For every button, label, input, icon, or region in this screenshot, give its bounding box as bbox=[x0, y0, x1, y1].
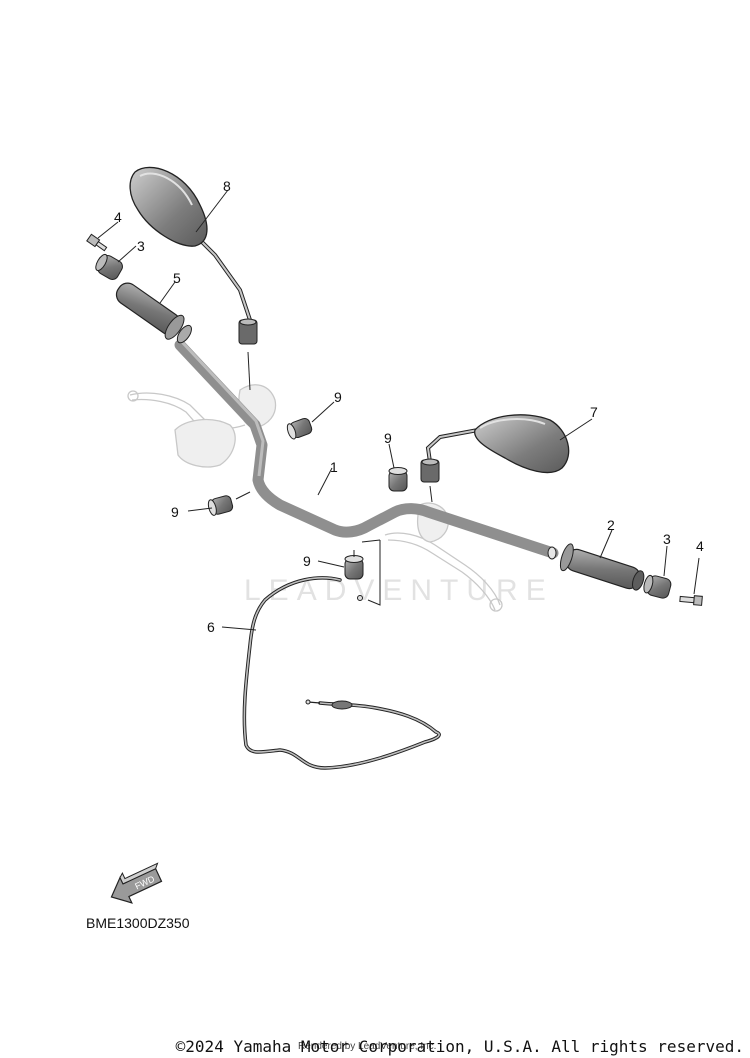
mirror-left[interactable] bbox=[129, 166, 258, 345]
callout-8: 8 bbox=[223, 178, 231, 194]
leadventure-watermark: LEADVENTURE bbox=[244, 574, 554, 607]
control-cable[interactable] bbox=[242, 576, 441, 770]
bolt-left[interactable] bbox=[86, 233, 108, 252]
damper-upper-left[interactable] bbox=[286, 417, 314, 440]
damper-lower-left[interactable] bbox=[207, 495, 234, 517]
callout-1: 1 bbox=[330, 459, 338, 475]
callout-9-upper-right: 9 bbox=[384, 430, 392, 446]
damper-upper-right[interactable] bbox=[388, 467, 408, 492]
callout-9-lower-left: 9 bbox=[171, 504, 179, 520]
handlebar-end-weight-left[interactable] bbox=[93, 252, 125, 282]
callout-2: 2 bbox=[607, 517, 615, 533]
callout-3-right: 3 bbox=[663, 531, 671, 547]
callout-7: 7 bbox=[590, 404, 598, 420]
callout-5: 5 bbox=[173, 270, 181, 286]
diagram-code: BME1300DZ350 bbox=[86, 915, 190, 931]
callout-9-lower-center: 9 bbox=[303, 553, 311, 569]
grip-right[interactable] bbox=[558, 542, 647, 595]
callout-4-right: 4 bbox=[696, 538, 704, 554]
callout-4-left: 4 bbox=[114, 209, 122, 225]
callout-6: 6 bbox=[207, 619, 215, 635]
handlebar[interactable] bbox=[174, 339, 559, 560]
damper-lower-center[interactable] bbox=[344, 555, 364, 580]
handlebar-end-weight-right[interactable] bbox=[642, 573, 672, 599]
callout-9-upper-left: 9 bbox=[334, 389, 342, 405]
copyright-notice: ©2024 Yamaha Motor Corporation, U.S.A. A… bbox=[175, 1037, 744, 1056]
bolt-right[interactable] bbox=[679, 594, 703, 606]
throttle-grip-left[interactable] bbox=[111, 277, 197, 349]
mirror-right[interactable] bbox=[420, 414, 570, 483]
callout-3-left: 3 bbox=[137, 238, 145, 254]
rendered-by-text: Rendered by LeadVenture, Inc. bbox=[298, 1041, 437, 1052]
leader-lines bbox=[97, 189, 700, 631]
fwd-arrow-icon: FWD bbox=[110, 862, 163, 904]
